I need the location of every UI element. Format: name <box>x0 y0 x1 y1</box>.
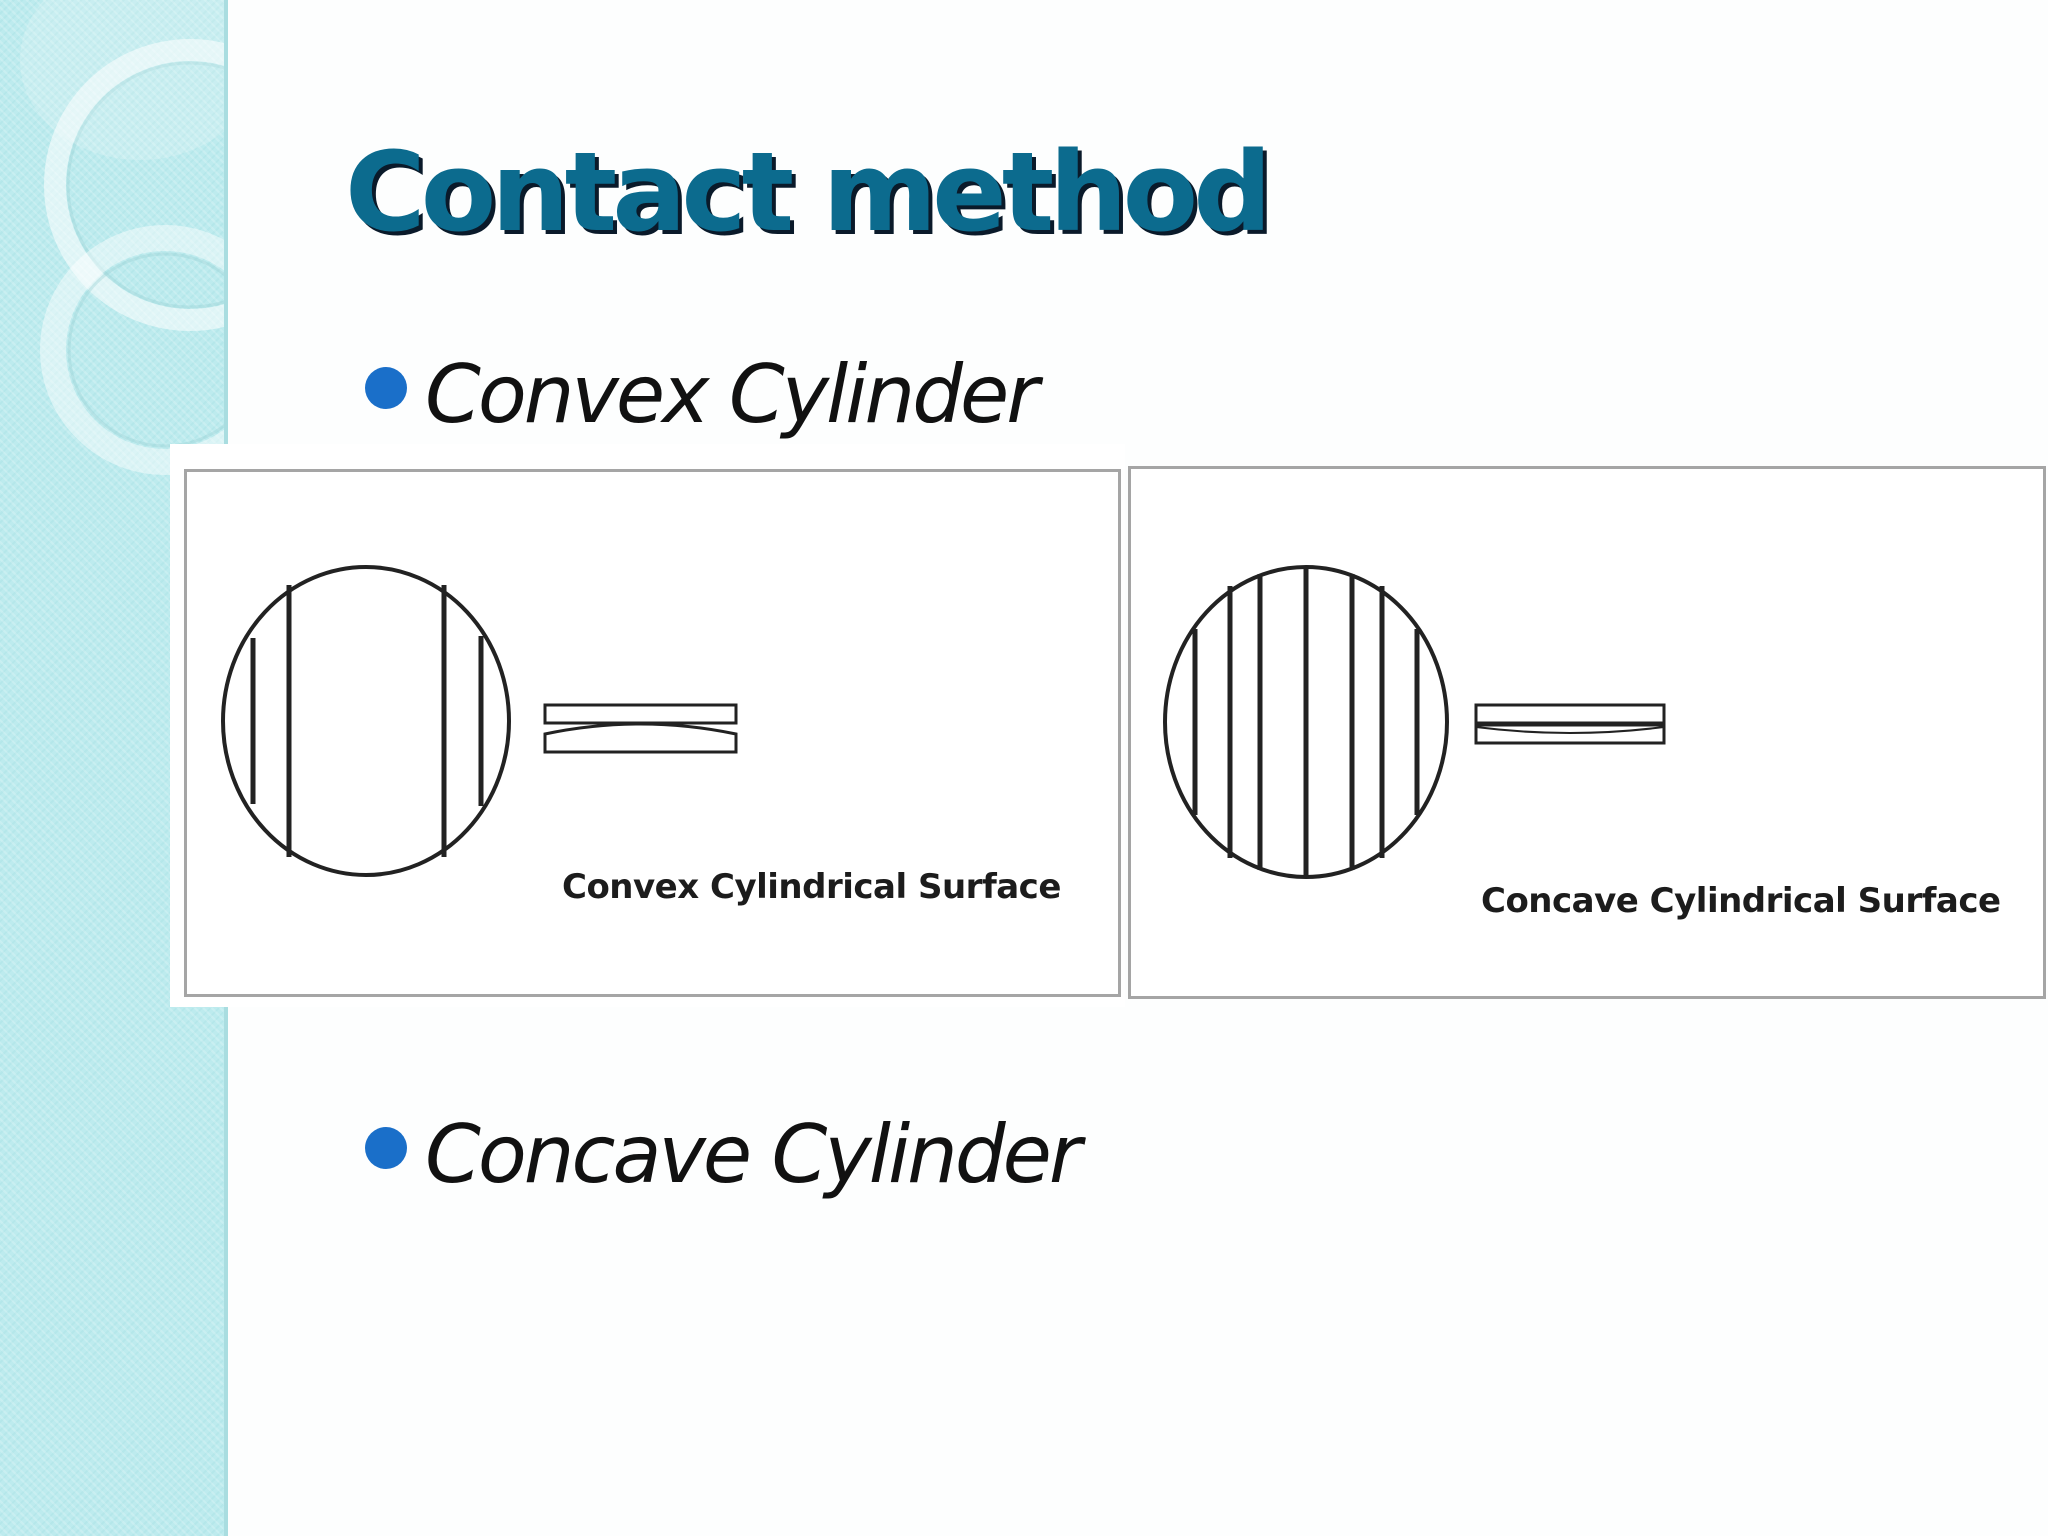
bullet-item-concave: Concave Cylinder <box>365 1108 1082 1201</box>
optical-flat-icon <box>543 703 738 725</box>
bullet-text: Concave Cylinder <box>425 1108 1082 1201</box>
convex-fringe-diagram <box>221 565 738 877</box>
bullet-item-convex: Convex Cylinder <box>365 348 1039 441</box>
optical-flat-icon <box>1474 703 1666 725</box>
slide-title: Contact method <box>345 128 1272 256</box>
decorative-rings-icon <box>20 0 227 475</box>
bullet-dot-icon <box>365 1126 407 1169</box>
concave-caption: Concave Cylindrical Surface <box>1481 881 2001 921</box>
bullet-dot-icon <box>365 366 407 409</box>
convex-caption: Convex Cylindrical Surface <box>562 867 1061 907</box>
convex-test-piece-icon <box>543 722 738 754</box>
concave-curve <box>1475 726 1665 734</box>
bullet-text: Convex Cylinder <box>425 348 1039 441</box>
concave-surface-figure: Concave Cylindrical Surface <box>1128 466 2046 999</box>
convex-lens-outline-icon <box>221 565 511 877</box>
convex-surface-figure: Convex Cylindrical Surface <box>184 469 1121 997</box>
concave-fringe-diagram <box>1163 565 1666 879</box>
concave-test-piece-icon <box>1474 723 1666 745</box>
